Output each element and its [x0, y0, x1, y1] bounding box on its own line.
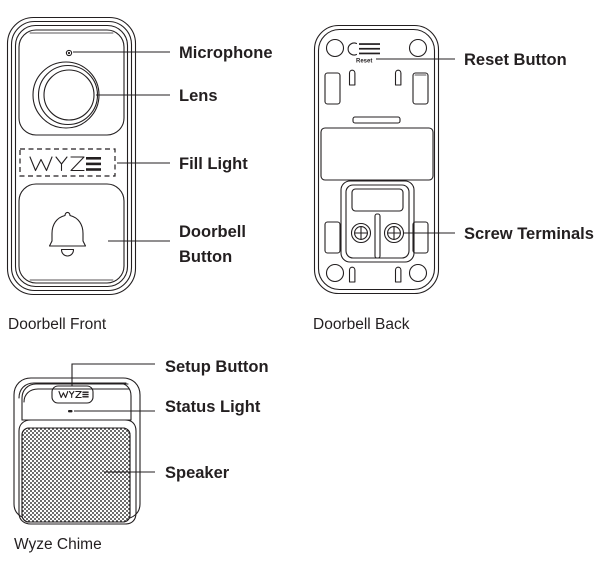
caption-doorbell-front: Doorbell Front: [8, 316, 107, 333]
label-fill-light: Fill Light: [179, 155, 248, 173]
caption-doorbell-back: Doorbell Back: [313, 316, 410, 333]
keyhole-pin-upper-left: [348, 69, 356, 86]
doorbell-back-shell: [313, 24, 440, 295]
reset-marking: Reset: [347, 42, 380, 65]
mount-hole-bottom-right: [408, 263, 428, 283]
screw-terminal-block: [340, 180, 415, 263]
screw-left: [350, 222, 372, 244]
doorbell-button-panel[interactable]: [18, 183, 125, 284]
screw-right: [383, 222, 405, 244]
mount-hole-top-left: [325, 38, 345, 58]
label-doorbell-button: Doorbell: [179, 223, 246, 241]
bell-icon: [48, 211, 87, 257]
fill-light-region: [19, 148, 116, 177]
keyhole-pin-lower-left: [348, 266, 356, 283]
slot-upper-left: [324, 72, 341, 105]
label-lens: Lens: [179, 87, 218, 105]
figure-wyze-chime: Setup Button Status Light Speaker Wyze C…: [13, 358, 269, 553]
keyhole-pin-upper-right: [394, 69, 402, 86]
slot-upper-right: [412, 72, 429, 105]
wyze-logo-chime: [58, 390, 89, 399]
mount-hole-bottom-left: [325, 263, 345, 283]
wyze-logo-front: [29, 156, 101, 172]
mount-hole-top-right: [408, 38, 428, 58]
slot-lower-right: [412, 221, 429, 254]
lens-assembly: [32, 61, 100, 129]
back-recess-pocket: [320, 127, 434, 181]
label-microphone: Microphone: [179, 44, 273, 62]
caption-wyze-chime: Wyze Chime: [14, 536, 102, 553]
label-speaker: Speaker: [165, 464, 230, 482]
keyhole-pin-lower-right: [394, 266, 402, 283]
reset-label-text: Reset: [356, 59, 372, 65]
slot-lower-left: [324, 221, 341, 254]
doorbell-camera-panel: [18, 29, 125, 136]
figure-doorbell-front: Microphone Lens Fill Light Doorbell Butt…: [6, 16, 273, 333]
label-reset-button: Reset Button: [464, 51, 567, 69]
label-screw-terminals: Screw Terminals: [464, 225, 594, 243]
leader-setup-button: [71, 363, 155, 386]
alignment-tab: [352, 116, 401, 124]
speaker-grille: [18, 419, 137, 525]
label-doorbell-button-line2: Button: [179, 248, 232, 266]
status-light: [68, 410, 73, 413]
label-setup-button: Setup Button: [165, 358, 269, 376]
label-status-light: Status Light: [165, 398, 261, 416]
microphone-pinhole: [65, 49, 73, 57]
doorbell-front-shell: [6, 16, 137, 296]
figure-doorbell-back: Reset: [313, 24, 594, 333]
